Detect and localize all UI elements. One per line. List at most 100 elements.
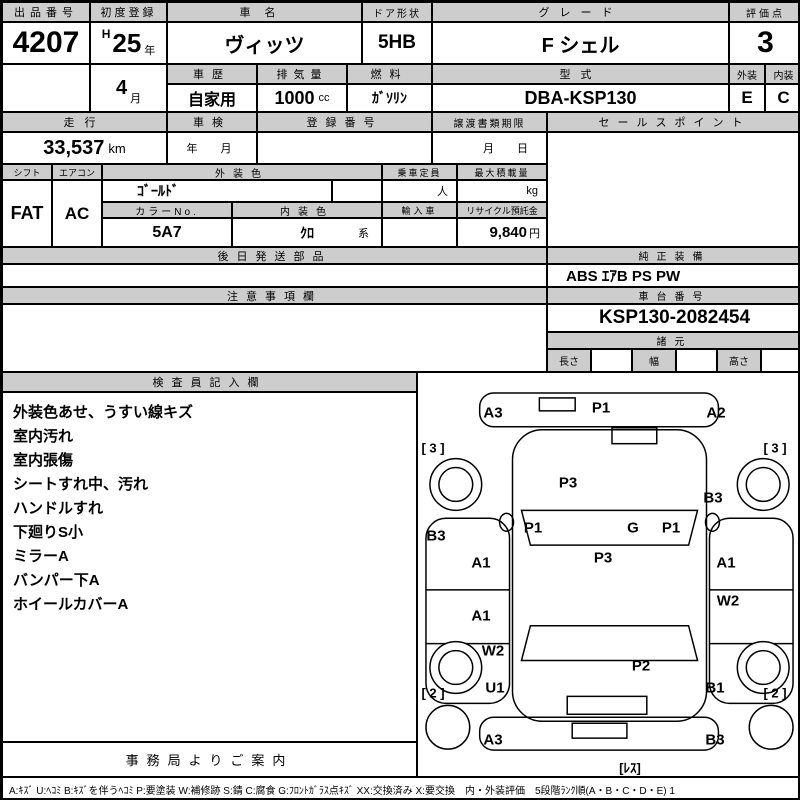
inspector-note: ミラーA <box>13 548 69 565</box>
max-load-unit: kg <box>526 185 538 197</box>
first-reg-month-unit: 月 <box>130 93 142 105</box>
inspector-note: 外装色あせ、うすい線キズ <box>13 404 194 421</box>
first-reg-month: 4 <box>115 76 128 99</box>
registration-no-label: 登録番号 <box>257 112 432 132</box>
history-value: 自家用 <box>167 84 257 112</box>
interior-grade-value: C <box>765 84 798 112</box>
car-outline-drawing <box>425 392 794 751</box>
max-load-value-cell: kg <box>457 180 547 202</box>
aircon-value: AC <box>52 180 102 247</box>
auction-no-value: 4207 <box>2 22 90 64</box>
spec-height-value <box>761 349 798 372</box>
damage-code: A2 <box>706 404 726 422</box>
auction-no-empty-cell <box>2 64 90 112</box>
inspector-note: 下廻りS小 <box>13 524 84 541</box>
interior-color-value: ｸﾛ <box>300 224 314 241</box>
mileage-label: 走行 <box>2 112 167 132</box>
recycle-deposit-value: 9,840 <box>489 224 527 241</box>
damage-code: A1 <box>471 554 491 572</box>
car-name-value: ヴィッツ <box>167 22 362 64</box>
max-load-label: 最大積載量 <box>457 164 547 180</box>
recycle-deposit-label: リサイクル預託金 <box>457 202 547 218</box>
inspector-label: 検査員記入欄 <box>2 372 417 392</box>
first-reg-year-unit: 年 <box>144 45 156 57</box>
damage-code: [ 3 ] <box>421 440 445 456</box>
legend-row: A:ｷｽﾞ U:ﾍｺﾐ B:ｷｽﾞを伴うﾍｺﾐ P:要塗装 W:補修跡 S:錆 … <box>2 777 798 798</box>
grade-label: グレード <box>432 2 729 22</box>
exterior-color-empty-cell <box>332 180 382 202</box>
damage-code: W2 <box>716 592 740 610</box>
auction-no-label: 出品番号 <box>2 2 90 22</box>
spec-length-value <box>591 349 632 372</box>
damage-code: P3 <box>593 549 613 567</box>
exterior-color-label: 外装色 <box>102 164 382 180</box>
displacement-label: 排気量 <box>257 64 347 84</box>
first-reg-month-cell: 4 月 <box>90 64 167 112</box>
color-no-value: 5A7 <box>102 218 232 247</box>
displacement-value: 1000 <box>274 87 315 108</box>
inspector-notes-box: 外装色あせ、うすい線キズ 室内汚れ 室内張傷 シートすれ中、汚れ ハンドルすれ … <box>2 392 417 742</box>
sales-point-label: セールスポイント <box>547 112 798 132</box>
car-name-label: 車名 <box>167 2 362 22</box>
chassis-no-value: KSP130-2082454 <box>547 304 798 332</box>
recycle-deposit-value-cell: 9,840 円 <box>457 218 547 247</box>
shift-value: FAT <box>2 180 52 247</box>
damage-code: [ 2 ] <box>421 685 445 701</box>
exterior-grade-label: 外装 <box>729 64 765 84</box>
spec-label: 諸元 <box>547 332 798 349</box>
damage-code: A3 <box>483 404 503 422</box>
exterior-color-value: ｺﾞｰﾙﾄﾞ <box>102 180 332 202</box>
damage-code: U1 <box>485 679 505 697</box>
damage-code: A1 <box>716 554 736 572</box>
color-no-label: カラーNo. <box>102 202 232 218</box>
import-car-value <box>382 218 457 247</box>
displacement-value-cell: 1000 cc <box>257 84 347 112</box>
later-parts-value <box>2 264 547 287</box>
transfer-deadline-value: 月 日 <box>432 132 547 164</box>
interior-grade-label: 内装 <box>765 64 798 84</box>
recycle-deposit-unit: 円 <box>529 227 540 240</box>
fuel-label: 燃料 <box>347 64 432 84</box>
factory-equipment-label: 純正装備 <box>547 247 798 264</box>
inspector-note: シートすれ中、汚れ <box>13 476 149 493</box>
chassis-no-label: 車台番号 <box>547 287 798 304</box>
factory-equipment-value: ABS ｴｱB PS PW <box>547 264 798 287</box>
mileage-value: 33,537 <box>43 136 105 159</box>
office-label: 事務局よりご案内 <box>2 742 417 777</box>
spec-height-label: 高さ <box>717 349 761 372</box>
displacement-unit: cc <box>318 92 330 104</box>
transfer-deadline-label: 譲渡書類期限 <box>432 112 547 132</box>
capacity-unit: 人 <box>437 186 448 198</box>
door-shape-value: 5HB <box>362 22 432 64</box>
damage-code: P2 <box>631 657 651 675</box>
capacity-label: 乗車定員 <box>382 164 457 180</box>
interior-color-suffix: 系 <box>358 227 369 240</box>
score-value: 3 <box>729 22 798 64</box>
capacity-value-cell: 人 <box>382 180 457 202</box>
damage-code: B3 <box>705 731 725 749</box>
sales-point-value <box>547 132 798 247</box>
damage-code: B3 <box>703 489 723 507</box>
inspector-note: バンパー下A <box>13 572 100 589</box>
first-reg-era: H <box>101 27 111 41</box>
inspection-value: 年 月 <box>167 132 257 164</box>
first-reg-year: 25 <box>112 27 142 58</box>
registration-no-value <box>257 132 432 164</box>
caution-value <box>2 304 547 372</box>
inspection-label: 車検 <box>167 112 257 132</box>
model-code-value: DBA-KSP130 <box>432 84 729 112</box>
mileage-value-cell: 33,537 km <box>2 132 167 164</box>
shift-label: シフト <box>2 164 52 180</box>
model-code-label: 型式 <box>432 64 729 84</box>
history-label: 車歴 <box>167 64 257 84</box>
aircon-label: エアコン <box>52 164 102 180</box>
damage-code: [ 2 ] <box>763 685 787 701</box>
score-label: 評価点 <box>729 2 798 22</box>
damage-code: [ﾚｽ] <box>619 760 641 776</box>
inspector-note: 室内張傷 <box>13 452 74 469</box>
caution-label: 注意事項欄 <box>2 287 547 304</box>
spec-width-label: 幅 <box>632 349 676 372</box>
